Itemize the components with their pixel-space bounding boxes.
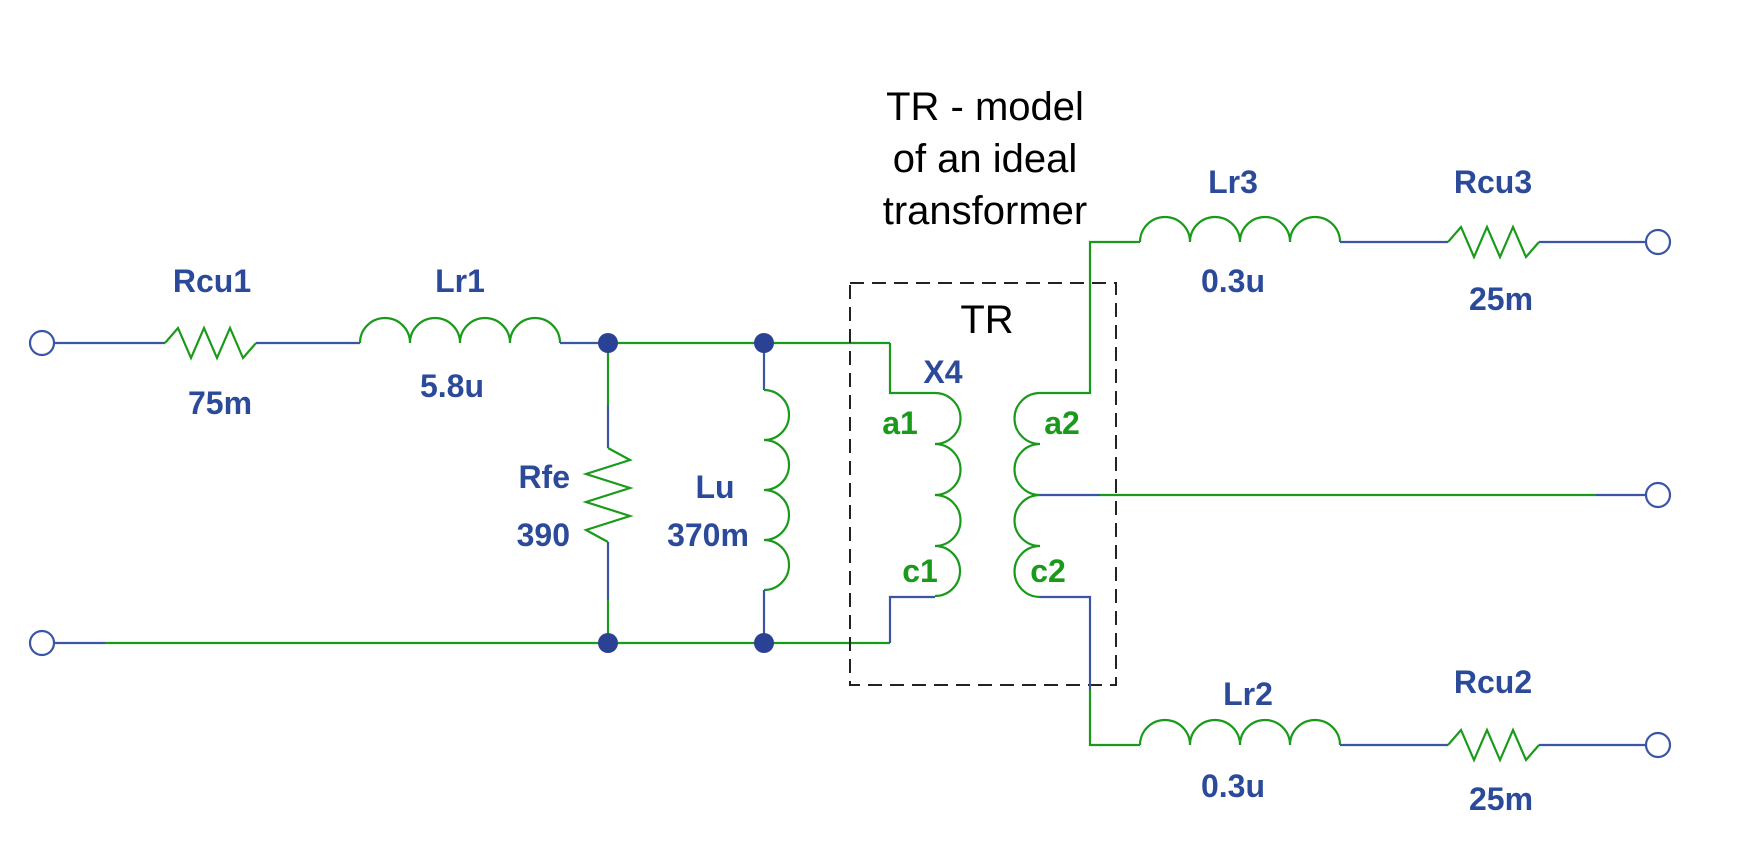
pin-c2-label: c2 bbox=[1030, 553, 1066, 589]
junction-node bbox=[754, 633, 774, 653]
rfe-value: 390 bbox=[517, 517, 570, 553]
wire bbox=[888, 343, 935, 395]
rcu2-value: 25m bbox=[1469, 781, 1533, 817]
resistor-rfe bbox=[582, 447, 634, 543]
pin-a1-label: a1 bbox=[882, 405, 918, 441]
junction-node bbox=[598, 333, 618, 353]
output-terminal-top[interactable] bbox=[1644, 228, 1672, 256]
wire bbox=[888, 595, 935, 643]
x4-name: X4 bbox=[923, 354, 962, 390]
output-terminal-bottom[interactable] bbox=[1644, 731, 1672, 759]
lr3-value: 0.3u bbox=[1201, 263, 1265, 299]
pin-a2-label: a2 bbox=[1044, 405, 1080, 441]
pin-c1-label: c1 bbox=[902, 553, 938, 589]
rcu2-name: Rcu2 bbox=[1454, 664, 1532, 700]
lr1-name: Lr1 bbox=[435, 263, 485, 299]
transformer-tr-box bbox=[849, 282, 1117, 686]
secondary-winding-upper bbox=[1013, 391, 1041, 497]
transformer-box-label: TR bbox=[960, 298, 1013, 342]
rcu3-name: Rcu3 bbox=[1454, 164, 1532, 200]
lr3-name: Lr3 bbox=[1208, 164, 1258, 200]
resistor-rcu3 bbox=[1447, 224, 1540, 260]
output-terminal-center[interactable] bbox=[1644, 481, 1672, 509]
annotation-line-3: transformer bbox=[883, 189, 1088, 233]
inductor-lr1 bbox=[358, 316, 562, 344]
inductor-lr3 bbox=[1138, 215, 1342, 243]
annotation-line-1: TR - model bbox=[886, 85, 1084, 129]
annotation-line-2: of an ideal bbox=[893, 137, 1078, 181]
secondary-winding-lower bbox=[1013, 493, 1041, 599]
resistor-rcu1 bbox=[164, 325, 257, 361]
lr2-name: Lr2 bbox=[1223, 676, 1273, 712]
rcu3-value: 25m bbox=[1469, 281, 1533, 317]
junction-node bbox=[754, 333, 774, 353]
wire bbox=[1040, 240, 1140, 395]
input-terminal-top[interactable] bbox=[28, 329, 56, 357]
wire bbox=[1088, 690, 1140, 747]
inductor-lr2 bbox=[1138, 718, 1342, 746]
junction-node bbox=[598, 633, 618, 653]
lr1-value: 5.8u bbox=[420, 368, 484, 404]
inductor-lu bbox=[763, 388, 791, 592]
rfe-name: Rfe bbox=[518, 459, 570, 495]
resistor-rcu2 bbox=[1447, 727, 1540, 763]
lr2-value: 0.3u bbox=[1201, 768, 1265, 804]
rcu1-value: 75m bbox=[188, 385, 252, 421]
lu-name: Lu bbox=[695, 469, 734, 505]
wire bbox=[1040, 595, 1092, 690]
primary-winding bbox=[934, 391, 962, 598]
lu-value: 370m bbox=[667, 517, 749, 553]
rcu1-name: Rcu1 bbox=[173, 263, 251, 299]
input-terminal-bottom[interactable] bbox=[28, 629, 56, 657]
